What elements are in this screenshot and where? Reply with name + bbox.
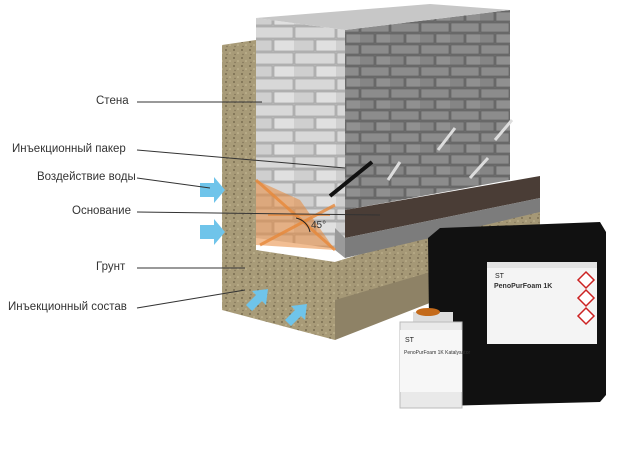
large-can-label: PenoPurFoam 1K [494, 283, 553, 290]
label-base: Основание [72, 205, 131, 217]
large-canister: ST [428, 222, 606, 406]
soil-lower-left [222, 270, 335, 340]
injection-packer [328, 160, 374, 198]
label-water: Воздействие воды [37, 171, 136, 183]
label-wall: Стена [96, 95, 129, 107]
svg-text:ST: ST [405, 337, 415, 344]
angle-label: 45° [311, 220, 327, 231]
water-arrows [200, 177, 307, 326]
wall-side-face [345, 10, 510, 210]
soil-column [222, 40, 335, 300]
small-can: ST [399, 308, 463, 409]
base-slab-top [345, 176, 540, 238]
label-soil: Грунт [96, 261, 126, 273]
svg-text:ST: ST [495, 273, 505, 280]
small-can-label: PenoPurFoam 1K Katalysator [404, 350, 471, 356]
label-compound: Инъекционный состав [8, 301, 127, 313]
label-packer: Инъекционный пакер [12, 143, 126, 155]
